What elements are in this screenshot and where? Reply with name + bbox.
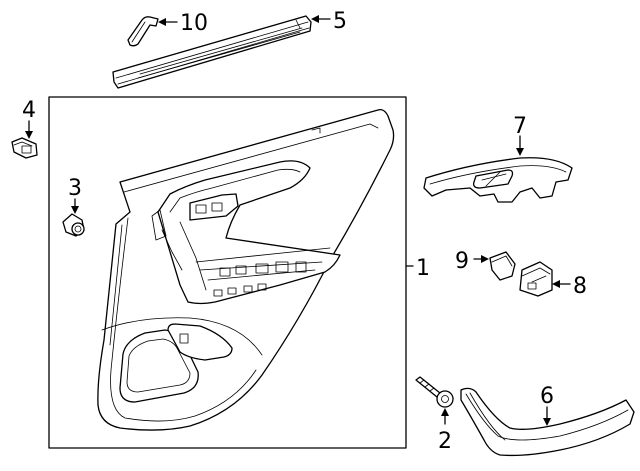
part-6-garnish xyxy=(460,387,635,457)
callout-3: 3 xyxy=(68,176,82,201)
callout-8: 8 xyxy=(573,274,587,299)
callout-9: 9 xyxy=(455,249,469,274)
part-8-switch xyxy=(519,261,553,297)
part-4-clip xyxy=(11,137,38,159)
callout-5-arrow xyxy=(311,15,331,23)
callout-7: 7 xyxy=(513,114,527,139)
part-10-clip xyxy=(127,16,159,47)
callout-5: 5 xyxy=(333,9,347,34)
assembly-frame xyxy=(48,96,407,449)
callout-4: 4 xyxy=(22,98,36,123)
part-3-grommet xyxy=(62,213,85,237)
part-5-belt-moulding xyxy=(112,15,312,89)
callout-8-arrow xyxy=(552,280,571,288)
callout-6-arrow xyxy=(543,406,551,426)
callout-10-arrow xyxy=(158,18,178,26)
callout-2: 2 xyxy=(438,429,452,454)
callout-2-arrow xyxy=(441,408,449,425)
callout-7-arrow xyxy=(516,135,524,156)
callout-1: 1 xyxy=(416,256,430,281)
callout-10: 10 xyxy=(180,11,208,36)
callout-9-arrow xyxy=(473,255,489,263)
callout-6: 6 xyxy=(540,384,554,409)
part-2-screw xyxy=(415,376,454,408)
callout-3-arrow xyxy=(71,198,79,214)
part-7-switch-panel xyxy=(423,157,573,203)
part-9-switch xyxy=(489,251,516,281)
callout-4-arrow xyxy=(25,120,33,139)
part-1-door-trim-panel xyxy=(97,108,395,431)
